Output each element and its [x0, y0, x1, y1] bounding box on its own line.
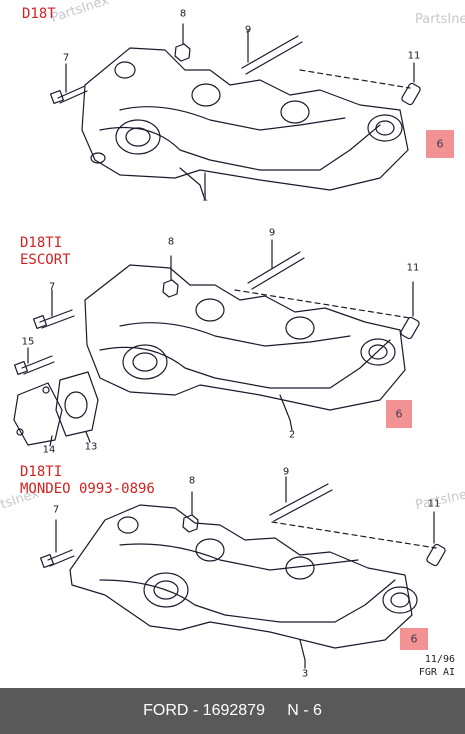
dowel-11-s2 [400, 281, 420, 340]
callout-3: 3 [301, 668, 309, 680]
callout-11: 11 [407, 50, 421, 62]
plate-14 [13, 382, 63, 446]
exploded-parts-diagram [13, 23, 446, 669]
callout-11: 11 [427, 498, 441, 510]
callout-13: 13 [84, 441, 98, 453]
section-2-title-line1: D18TI [20, 235, 63, 251]
section-title-d18ti-mondeo: D18TI MONDEO 0993-0896 [20, 464, 155, 498]
stamp-date: 11/96 [424, 654, 455, 665]
callout-6: 6 [410, 632, 418, 646]
stamp-code: FGR AI [418, 667, 455, 678]
drawing-stamp: 11/96 FGR AI [419, 653, 455, 679]
callout-9: 9 [244, 24, 252, 36]
nut-8-s1 [174, 23, 191, 62]
callout-8: 8 [188, 475, 196, 487]
callout-7: 7 [62, 52, 70, 64]
watermark-top: PartsInex [415, 12, 465, 27]
callout-6-highlight: 6 [426, 130, 454, 158]
callout-1: 1 [201, 192, 209, 204]
callout-7: 7 [48, 281, 56, 293]
footer-part-number: FORD - 1692879 N - 6 [143, 702, 322, 719]
bolt-7-s1 [49, 85, 88, 105]
bolt-15 [13, 347, 55, 376]
bolt-7-s3 [39, 519, 75, 569]
manifold-3-drawing [69, 504, 418, 669]
section-3-title-line2: MONDEO 0993-0896 [20, 481, 155, 497]
section-title-d18ti-escort: D18TI ESCORT [20, 235, 71, 269]
nut-8-s2 [162, 255, 179, 298]
stud-9-s3 [269, 476, 333, 522]
callout-14: 14 [42, 444, 56, 456]
stud-9-s1 [241, 29, 303, 75]
footer-bar: FORD - 1692879 N - 6 [0, 688, 465, 734]
callout-7: 7 [52, 504, 60, 516]
section-1-title-line1: D18T [22, 6, 56, 22]
gasket-13 [55, 371, 99, 437]
callout-9: 9 [268, 227, 276, 239]
section-title-d18t: D18T [22, 6, 56, 23]
section-2-title-line2: ESCORT [20, 252, 71, 268]
callout-6-highlight: 6 [400, 628, 428, 650]
dowel-11-s1 [401, 62, 421, 106]
stud-9-s2 [247, 239, 305, 290]
callout-6: 6 [395, 407, 403, 421]
section-3-title-line1: D18TI [20, 464, 63, 480]
callout-8: 8 [179, 8, 187, 20]
callout-6: 6 [436, 137, 444, 151]
callout-11: 11 [406, 262, 420, 274]
callout-8: 8 [167, 236, 175, 248]
callout-6-highlight: 6 [386, 400, 412, 428]
dowel-11-s3 [426, 511, 446, 567]
nut-8-s3 [182, 491, 199, 533]
callout-9: 9 [282, 466, 290, 478]
manifold-1-drawing [81, 47, 409, 201]
callout-2: 2 [288, 429, 296, 441]
callout-15: 15 [21, 336, 35, 348]
manifold-2-drawing [84, 264, 406, 431]
bolt-7-s2 [32, 289, 75, 330]
